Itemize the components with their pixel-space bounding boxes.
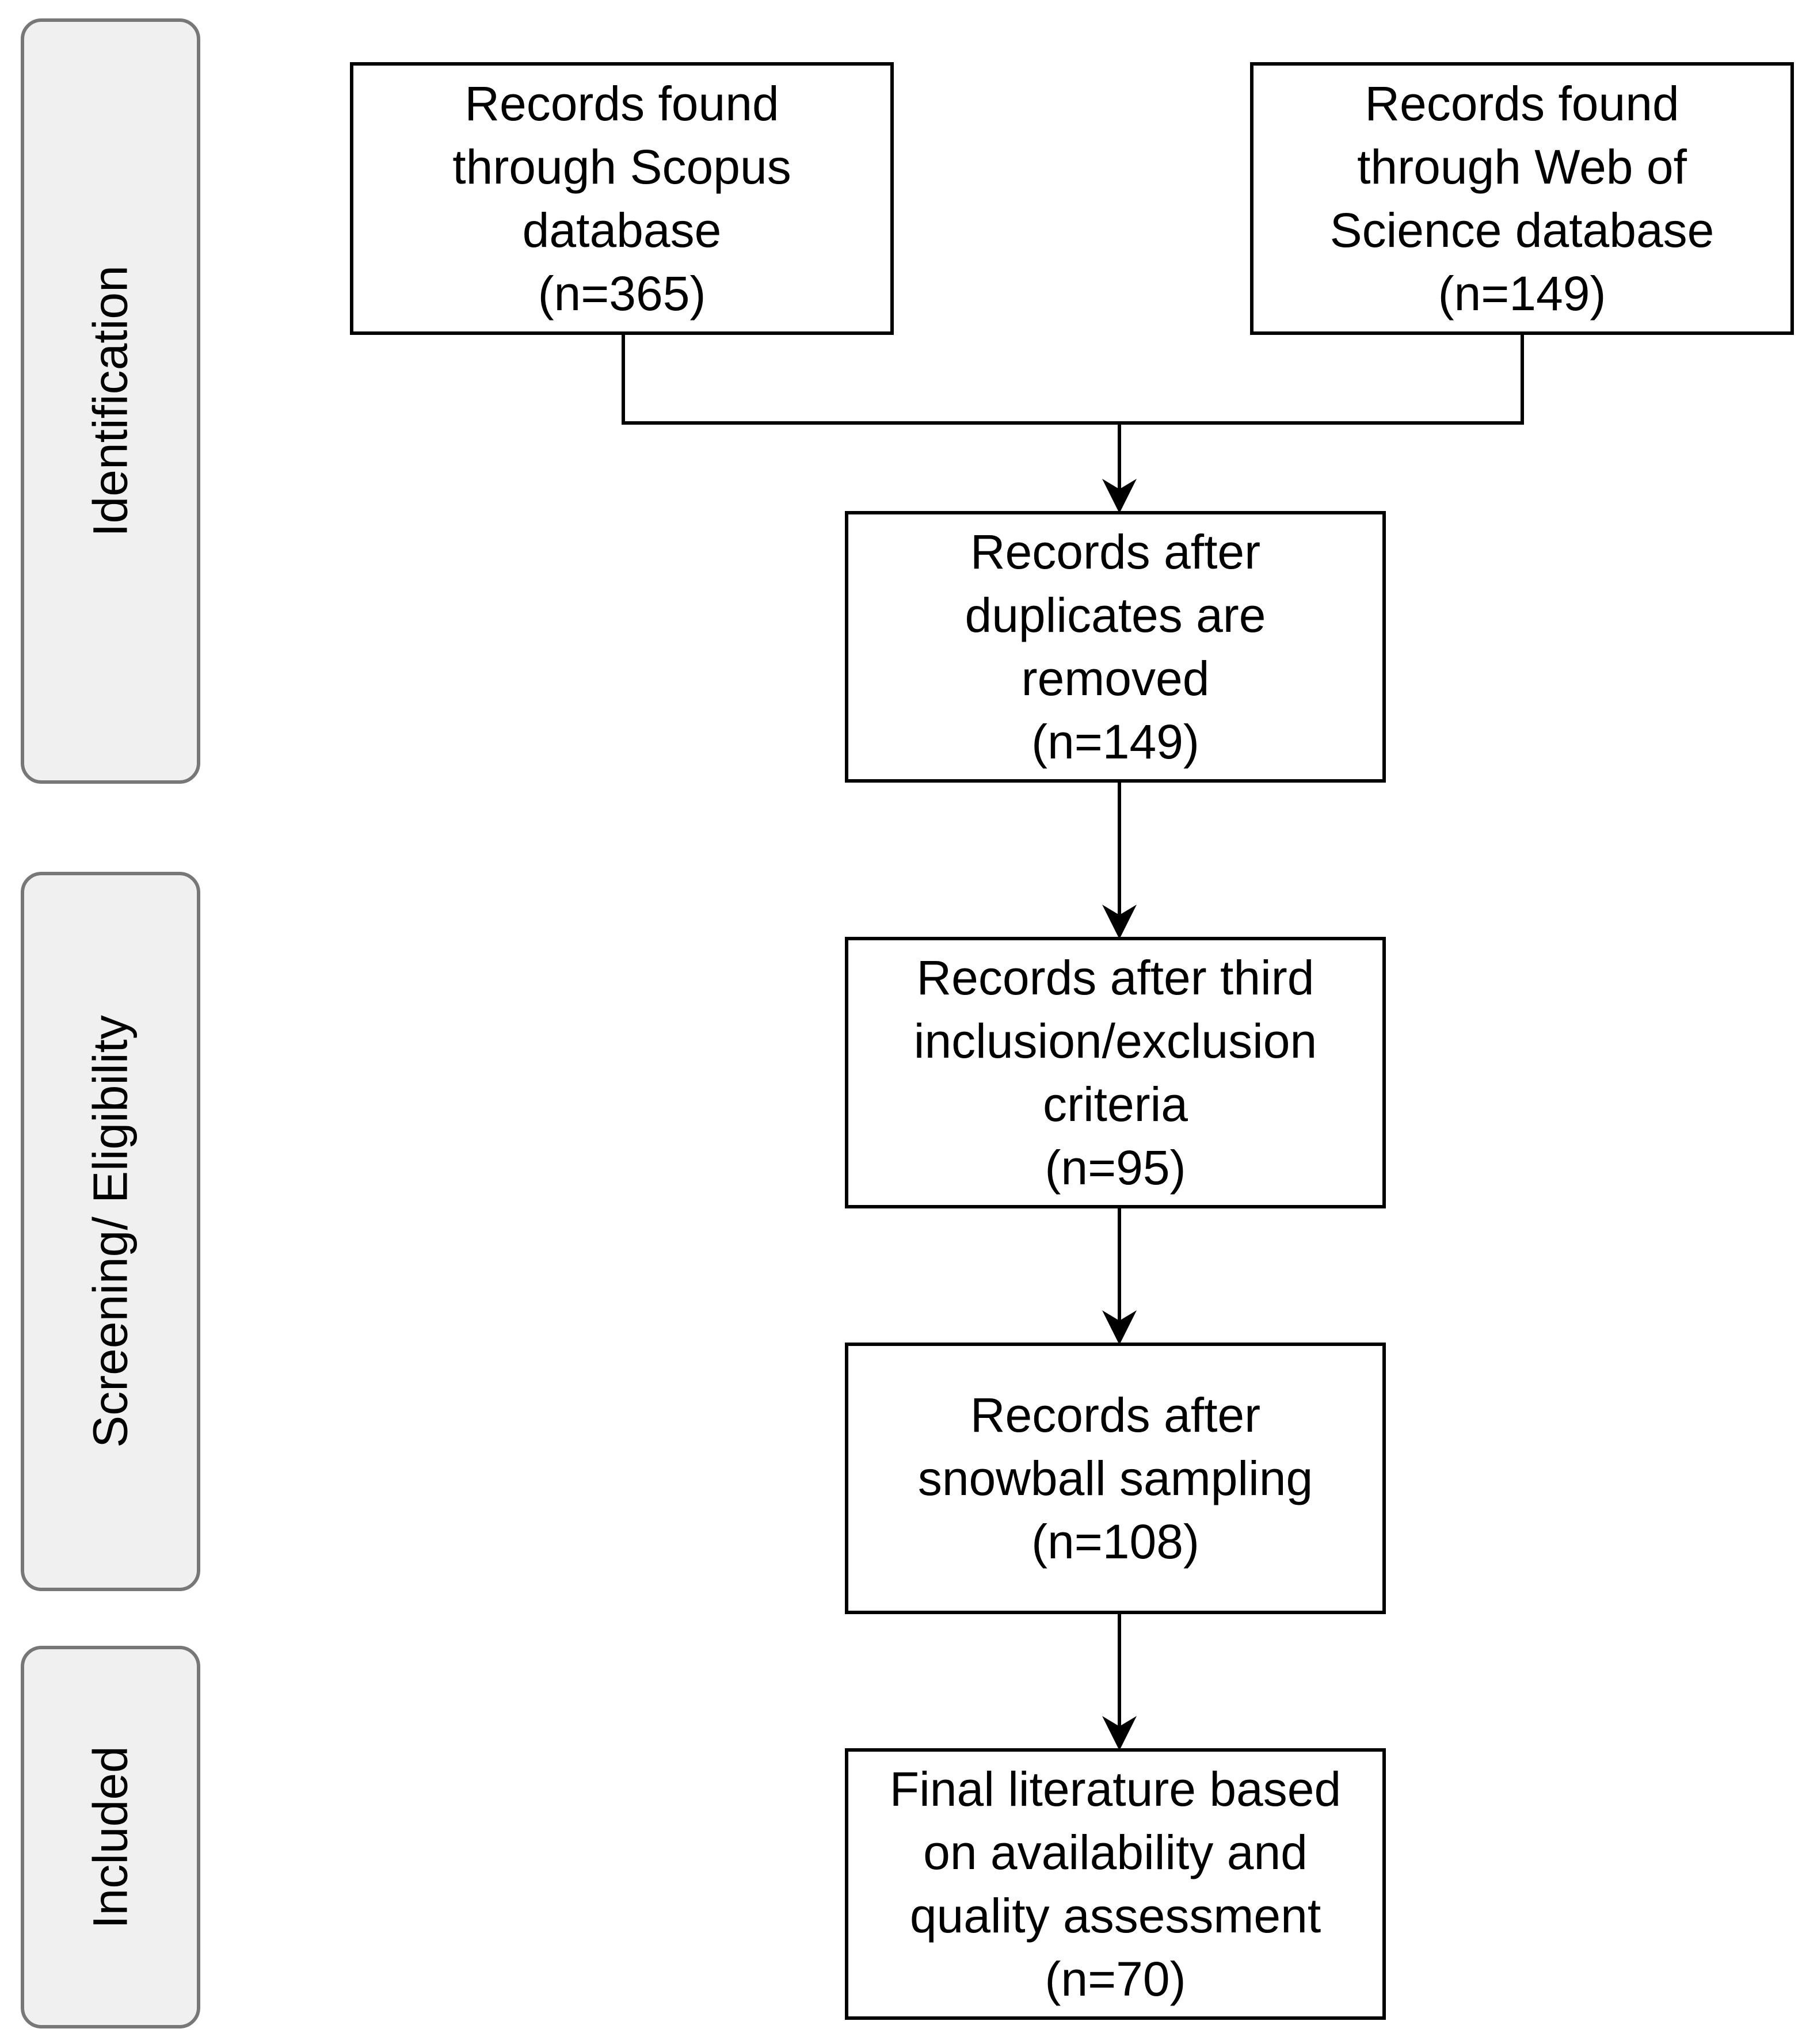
box-snowball-line-1: Records after: [970, 1388, 1261, 1442]
box-final-line-3: quality assessment: [909, 1889, 1321, 1943]
box-web-of-science-records: Records found through Web of Science dat…: [1250, 62, 1794, 335]
box-final-count: (n=70): [1045, 1952, 1186, 2006]
phase-included: Included: [21, 1646, 200, 2028]
box-criteria-line-2: inclusion/exclusion: [913, 1014, 1317, 1068]
box-duplicates-count: (n=149): [1031, 715, 1199, 769]
box-scopus-line-1: Records found: [464, 77, 779, 131]
box-criteria-line-1: Records after third: [916, 951, 1315, 1005]
phase-screening-eligibility: Screening/ Eligibility: [21, 872, 200, 1591]
box-final-line-1: Final literature based: [889, 1762, 1342, 1816]
phase-identification: Identification: [21, 18, 200, 784]
box-criteria-line-3: criteria: [1042, 1077, 1188, 1131]
box-duplicates-removed: Records after duplicates are removed (n=…: [845, 511, 1386, 783]
box-scopus-count: (n=365): [538, 266, 706, 321]
box-snowball-line-2: snowball sampling: [917, 1451, 1313, 1505]
box-snowball-sampling: Records after snowball sampling (n=108): [845, 1343, 1386, 1614]
box-duplicates-line-2: duplicates are: [965, 588, 1266, 642]
box-inclusion-exclusion: Records after third inclusion/exclusion …: [845, 937, 1386, 1208]
box-scopus-records: Records found through Scopus database (n…: [350, 62, 894, 335]
box-wos-line-3: Science database: [1329, 203, 1714, 257]
box-final-line-2: on availability and: [923, 1825, 1308, 1879]
box-final-literature: Final literature based on availability a…: [845, 1748, 1386, 2020]
box-criteria-count: (n=95): [1045, 1141, 1186, 1195]
box-scopus-line-2: through Scopus: [452, 140, 791, 194]
box-duplicates-line-3: removed: [1021, 651, 1210, 706]
box-duplicates-line-1: Records after: [970, 525, 1261, 579]
merge-connector: [622, 335, 1524, 425]
box-snowball-count: (n=108): [1031, 1515, 1199, 1569]
box-wos-line-1: Records found: [1365, 77, 1679, 131]
box-scopus-line-3: database: [522, 203, 722, 257]
box-wos-line-2: through Web of: [1357, 140, 1687, 194]
box-wos-count: (n=149): [1438, 266, 1606, 321]
